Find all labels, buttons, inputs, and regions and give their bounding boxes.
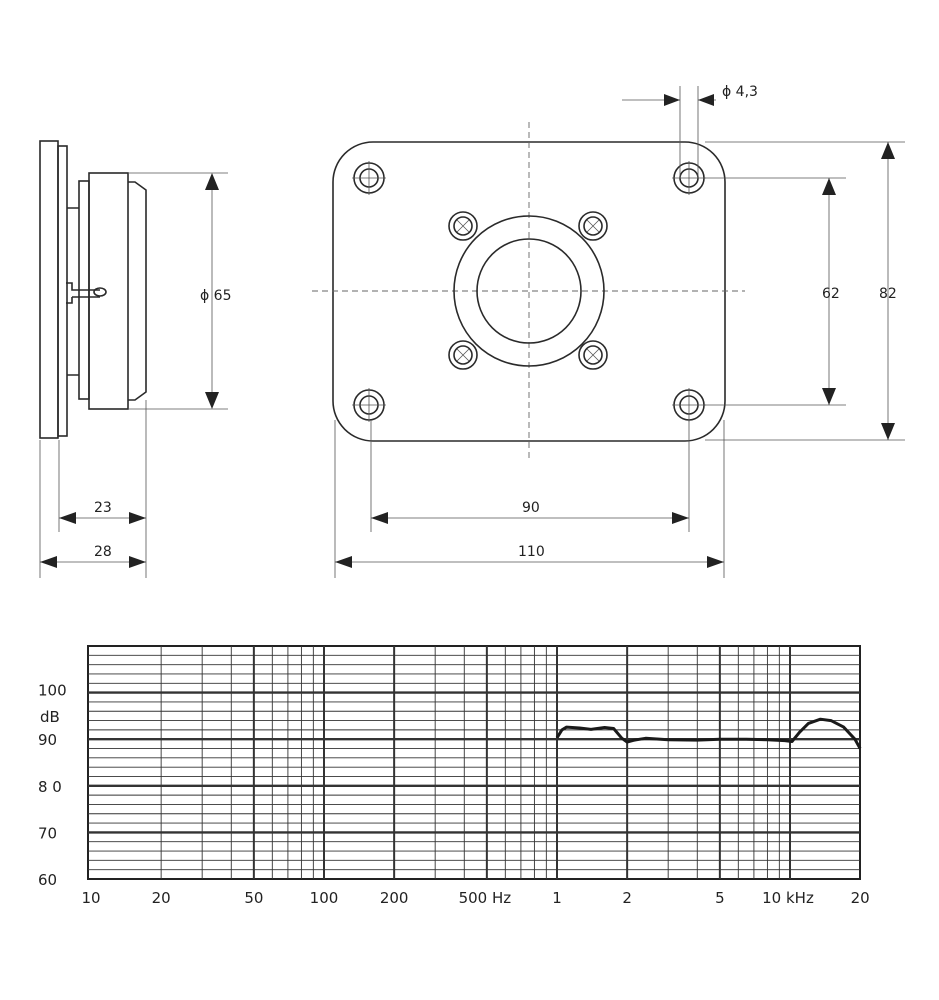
x-tick-label: 20: [851, 889, 870, 907]
x-tick-label: 20: [152, 889, 171, 907]
front-view: ϕ 4,3 62 82 90 110: [312, 84, 905, 578]
chart-grid: [87, 645, 861, 880]
chart-frame: [87, 645, 861, 880]
height-82-label: 82: [879, 286, 897, 302]
x-tick-label: 200: [380, 889, 409, 907]
hole-spacing-62-label: 62: [822, 286, 840, 302]
y-tick-label: 90: [38, 731, 57, 749]
frequency-response-curve: [555, 717, 862, 750]
front-outer-ring: [453, 215, 605, 367]
terminal-tab: [93, 287, 107, 297]
y-tick-label: 60: [38, 871, 57, 889]
x-tick-label: 100: [310, 889, 339, 907]
side-view: ϕ 65 23 28: [39, 140, 232, 578]
hole-diameter-label: ϕ 4,3: [722, 84, 758, 100]
width-110-label: 110: [518, 544, 545, 560]
side-front-chamfer: [128, 181, 147, 401]
frequency-response-chart: 10 20 50 100 200 500 Hz 1 2 5 10 kHz 20 100 90 8 0 70…: [38, 645, 870, 907]
y-tick-label: 8 0: [38, 778, 62, 796]
y-unit-label: dB: [40, 708, 60, 726]
y-axis-ticks: 100 90 8 0 70 60: [38, 682, 67, 889]
x-axis-ticks: 10 20 50 100 200 500 Hz 1 2 5 10 kHz 20: [81, 889, 869, 907]
x-tick-label: 10: [81, 889, 100, 907]
x-tick-label: 2: [622, 889, 632, 907]
x-tick-label: 5: [715, 889, 725, 907]
terminal: [66, 282, 100, 304]
side-mounting-plate: [39, 140, 59, 439]
side-stem: [67, 207, 79, 376]
depth-28-label: 28: [94, 544, 112, 560]
y-tick-label: 70: [38, 824, 57, 842]
front-dome-opening: [476, 238, 582, 344]
screw-holes: [448, 211, 608, 370]
depth-23-label: 23: [94, 500, 112, 516]
x-tick-label: 1: [552, 889, 562, 907]
mounting-holes: [352, 161, 706, 422]
side-body: [88, 172, 129, 410]
x-tick-label: 500 Hz: [459, 889, 512, 907]
side-plate-gasket: [57, 145, 68, 437]
x-tick-label: 50: [244, 889, 263, 907]
y-tick-label: 100: [38, 682, 67, 700]
x-tick-label: 10 kHz: [762, 889, 814, 907]
hole-spacing-90-label: 90: [522, 500, 540, 516]
diameter-65-label: ϕ 65: [200, 288, 232, 304]
